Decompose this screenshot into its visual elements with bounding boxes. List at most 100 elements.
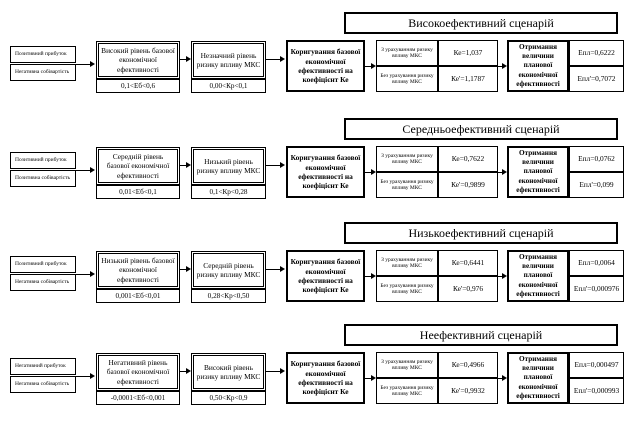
connector-line: [266, 371, 280, 372]
connector-line: [180, 371, 186, 372]
scenario-block-3: Низькоефективний сценарій Позитивний при…: [0, 222, 634, 303]
risk-condition: 0,1<Кр<0,28: [191, 185, 266, 199]
without-risk-label: Без урахування ризику впливу МКС: [376, 172, 438, 198]
risk-level-box: Низький рівень ризику впливу МКС: [191, 147, 266, 185]
connector-line: [498, 276, 502, 277]
scenario-block-4: Неефективний сценарій Негативний прибуто…: [0, 324, 634, 405]
with-risk-label: З урахуванням ризику впливу МКС: [376, 146, 438, 172]
with-risk-label: З урахуванням ризику впливу МКС: [376, 40, 438, 66]
arrow-right-icon: [502, 169, 507, 175]
epl-prime-value: Епл'=0,7072: [569, 66, 624, 92]
connector-line: [498, 172, 502, 173]
correction-box: Коригування базової економічної ефективн…: [286, 40, 365, 92]
scenario-title: Низькоефективний сценарій: [344, 222, 618, 244]
arrow-right-icon: [502, 273, 507, 279]
arrow-right-icon: [502, 63, 507, 69]
ke-prime-value: Ке'=1,1787: [438, 66, 498, 92]
arrow-right-icon: [280, 56, 285, 62]
ke-prime-value: Ке'=0,9932: [438, 378, 498, 404]
input-cost-box: Позитивна собівартість: [10, 170, 76, 187]
epl-value: Епл=0,0762: [569, 146, 624, 172]
base-efficiency-condition: 0,1<Еб<0,6: [96, 79, 180, 93]
epl-value: Епл=0,6222: [569, 40, 624, 66]
connector-line: [365, 66, 371, 67]
connector-line: [76, 64, 90, 65]
risk-condition: 0,50<Кр<0,9: [191, 391, 266, 405]
epl-prime-value: Епл'=0,000993: [569, 378, 624, 404]
input-cost-box: Негативна собівартість: [10, 274, 76, 291]
arrow-right-icon: [186, 368, 191, 374]
base-efficiency-level-box: Середній рівень базової економічної ефек…: [96, 147, 180, 185]
arrow-right-icon: [371, 375, 376, 381]
connector-line: [266, 59, 280, 60]
obtain-planned-efficiency-box: Отримання величини планової економічної …: [507, 146, 569, 198]
scenario-title: Середньоефективний сценарій: [344, 118, 618, 140]
base-efficiency-level-box: Високий рівень базової економічної ефект…: [96, 41, 180, 79]
base-efficiency-condition: 0,01<Еб<0,1: [96, 185, 180, 199]
connector-line: [498, 378, 502, 379]
arrow-right-icon: [280, 266, 285, 272]
arrow-right-icon: [90, 167, 95, 173]
without-risk-label: Без урахування ризику впливу МКС: [376, 66, 438, 92]
arrow-right-icon: [371, 169, 376, 175]
correction-box: Коригування базової економічної ефективн…: [286, 250, 365, 302]
correction-box: Коригування базової економічної ефективн…: [286, 146, 365, 198]
input-profit-box: Позитивний прибуток: [10, 46, 76, 63]
base-efficiency-condition: 0,001<Еб<0,01: [96, 289, 180, 303]
arrow-right-icon: [280, 162, 285, 168]
scenario-title: Високоефективний сценарій: [344, 12, 618, 34]
risk-level-box: Середній рівень ризику впливу МКС: [191, 251, 266, 289]
without-risk-label: Без урахування ризику впливу МКС: [376, 378, 438, 404]
connector-line: [365, 172, 371, 173]
obtain-planned-efficiency-box: Отримання величини планової економічної …: [507, 352, 569, 404]
input-cost-box: Негативна собівартість: [10, 64, 76, 81]
connector-line: [365, 276, 371, 277]
arrow-right-icon: [90, 271, 95, 277]
base-efficiency-level-box: Негативний рівень базової економічної еф…: [96, 353, 180, 391]
risk-condition: 0,28<Кр<0,50: [191, 289, 266, 303]
connector-line: [365, 378, 371, 379]
connector-line: [266, 269, 280, 270]
connector-line: [76, 274, 90, 275]
arrow-right-icon: [90, 373, 95, 379]
ke-prime-value: Ке'=0,9899: [438, 172, 498, 198]
arrow-right-icon: [186, 56, 191, 62]
epl-value: Епл=0,0064: [569, 250, 624, 276]
epl-value: Епл=0,000497: [569, 352, 624, 378]
with-risk-label: З урахуванням ризику впливу МКС: [376, 250, 438, 276]
risk-level-box: Високий рівень ризику впливу МКС: [191, 353, 266, 391]
without-risk-label: Без урахування ризику впливу МКС: [376, 276, 438, 302]
input-profit-box: Позитивний прибуток: [10, 152, 76, 169]
risk-condition: 0,00<Кр<0,1: [191, 79, 266, 93]
arrow-right-icon: [186, 162, 191, 168]
correction-box: Коригування базової економічної ефективн…: [286, 352, 365, 404]
base-efficiency-level-box: Низький рівень базової економічної ефект…: [96, 251, 180, 289]
risk-level-box: Незначний рівень ризику впливу МКС: [191, 41, 266, 79]
scenario-block-2: Середньоефективний сценарій Позитивний п…: [0, 118, 634, 199]
with-risk-label: З урахуванням ризику впливу МКС: [376, 352, 438, 378]
obtain-planned-efficiency-box: Отримання величини планової економічної …: [507, 40, 569, 92]
arrow-right-icon: [280, 368, 285, 374]
ke-value: Ке=1,037: [438, 40, 498, 66]
input-cost-box: Негативна собівартість: [10, 376, 76, 393]
connector-line: [76, 376, 90, 377]
arrow-right-icon: [371, 273, 376, 279]
connector-line: [76, 170, 90, 171]
epl-prime-value: Епл'=0,000976: [569, 276, 624, 302]
connector-line: [180, 165, 186, 166]
ke-value: Ке=0,4966: [438, 352, 498, 378]
epl-prime-value: Епл'=0,099: [569, 172, 624, 198]
connector-line: [498, 66, 502, 67]
scenario-block-1: Високоефективний сценарій Позитивний при…: [0, 12, 634, 93]
input-profit-box: Позитивний прибуток: [10, 256, 76, 273]
arrow-right-icon: [502, 375, 507, 381]
input-profit-box: Негативний прибуток: [10, 358, 76, 375]
arrow-right-icon: [371, 63, 376, 69]
arrow-right-icon: [90, 61, 95, 67]
ke-value: Ке=0,6441: [438, 250, 498, 276]
base-efficiency-condition: -0,0001<Еб<0,001: [96, 391, 180, 405]
ke-prime-value: Ке'=0,976: [438, 276, 498, 302]
connector-line: [180, 59, 186, 60]
obtain-planned-efficiency-box: Отримання величини планової економічної …: [507, 250, 569, 302]
scenario-title: Неефективний сценарій: [344, 324, 618, 346]
